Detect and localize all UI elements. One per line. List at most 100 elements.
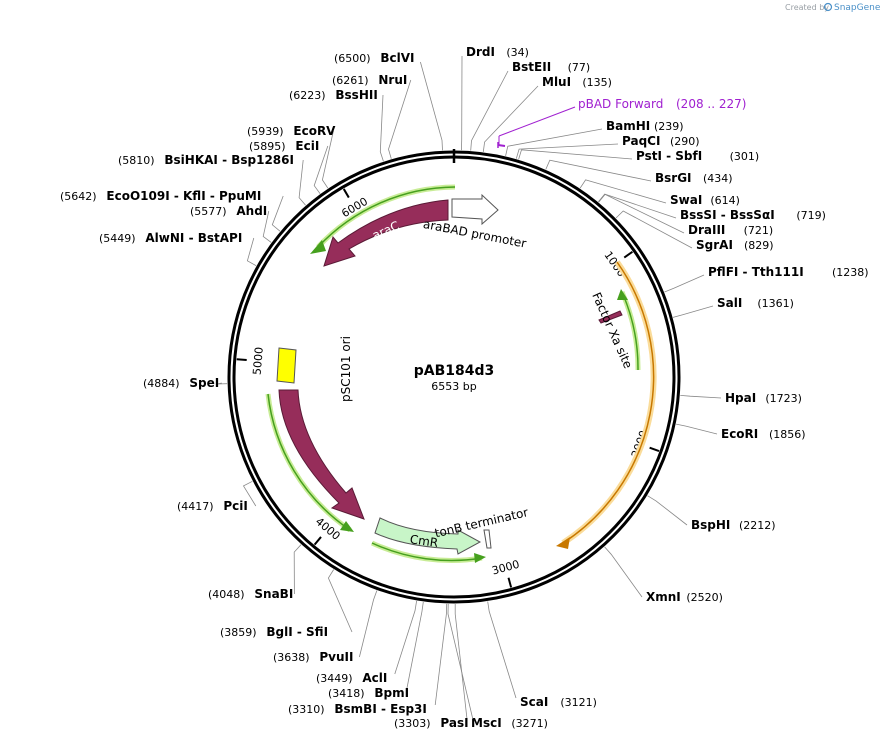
feature-rep101[interactable]: Rep101 — [278, 389, 365, 520]
site-pvuii[interactable]: (3638)PvuII — [273, 590, 378, 665]
site-bsteii[interactable]: BstEII(77) — [470, 60, 591, 151]
site-drdi[interactable]: DrdI(34) — [461, 45, 529, 151]
site-alwni-bstapi[interactable]: (5449)AlwNI - BstAPI — [99, 231, 257, 267]
ori-label: pSC101 ori — [339, 336, 353, 402]
site-leader — [327, 569, 353, 633]
site-nrui[interactable]: (6261)NruI — [332, 73, 412, 159]
site-sali[interactable]: SalI(1361) — [672, 296, 794, 318]
restriction-sites: (6500) BclVI DrdI(34)BstEII(77)MluI(135)Ba… — [60, 45, 869, 730]
site-ahdi[interactable]: (5577)AhdI — [190, 204, 272, 243]
site-leader — [664, 274, 705, 293]
site-bsshii[interactable]: (6223)BssHII — [289, 88, 384, 162]
site-bclvi[interactable]: (6500) BclVI — [334, 51, 443, 151]
site-position: (3271) — [511, 717, 548, 730]
site-leader — [598, 193, 677, 219]
tick-mark — [507, 577, 513, 588]
site-draiii[interactable]: DraIII (721) — [598, 193, 774, 237]
site-scai[interactable]: ScaI(3121) — [487, 601, 597, 710]
tick-label: 5000 — [251, 346, 266, 375]
site-bsihkai-bsp1286i[interactable]: (5810)BsiHKAI - Bsp1286I — [118, 153, 306, 206]
site-name: AlwNI - BstAPI — [145, 231, 242, 245]
site-ecorv[interactable]: (5939)EcoRV — [247, 124, 336, 189]
site-leader — [262, 210, 272, 243]
site-name: BpmI — [374, 686, 409, 700]
site-position: (4048) — [208, 588, 245, 601]
site-leader — [313, 145, 329, 194]
site-leader — [420, 61, 443, 151]
site-leader — [505, 128, 603, 156]
site-bsssi-bsss-i[interactable]: BssSI - BssSαI(719) — [598, 193, 826, 222]
site-swai[interactable]: SwaI(614) — [579, 179, 740, 207]
site-name: PciI — [223, 499, 248, 513]
site-name: PstI - SbfI — [636, 149, 702, 163]
site-name: EciI — [295, 139, 319, 153]
site-xmni[interactable]: XmnI(2520) — [604, 546, 723, 604]
plasmid-length: 6553 bp — [431, 380, 476, 393]
site-pflfi-tth111i[interactable]: PflFI - Tth111I(1238) — [664, 265, 869, 293]
site-ecoo109i-kfli-ppumi[interactable]: (5642)EcoO109I - KflI - PpuMI — [60, 189, 284, 232]
site-name: PasI — [440, 716, 468, 730]
site-leader — [604, 546, 643, 598]
site-bsmbi-esp3i[interactable]: (3310)BsmBI - Esp3I — [288, 603, 448, 716]
cmr-label: CmR — [409, 532, 439, 550]
site-name: SalI — [717, 296, 742, 310]
tick-mark — [313, 536, 322, 546]
site-pasi[interactable]: (3303) PasI — [394, 603, 474, 730]
site-position: (1856) — [769, 428, 806, 441]
site-spei[interactable]: (4884)SpeI — [143, 376, 228, 390]
site-leader — [515, 143, 619, 159]
site-sgrai[interactable]: SgrAI(829) — [615, 210, 774, 252]
feature-cmr[interactable]: CmR — [374, 517, 482, 555]
site-pcii[interactable]: (4417)PciI — [177, 480, 257, 513]
site-position: (5939) — [247, 125, 284, 138]
tick-mark — [236, 358, 247, 362]
site-name: EcoRI — [721, 427, 758, 441]
primer-pbad-forward[interactable]: pBAD Forward (208 .. 227) — [497, 97, 746, 148]
site-paqci[interactable]: PaqCI(290) — [515, 134, 700, 159]
credit-brand: SnapGene — [834, 3, 881, 13]
site-position: (721) — [744, 224, 774, 237]
site-name: BsrGI — [655, 171, 692, 185]
site-name: BamHI — [606, 119, 650, 133]
site-leader — [321, 130, 334, 189]
site-leader — [672, 305, 714, 318]
site-position: (1723) — [765, 392, 802, 405]
site-bpmi[interactable]: (3418)BpmI — [328, 601, 424, 700]
site-position: (3303) — [394, 717, 431, 730]
site-mlui[interactable]: MluI(135) — [482, 75, 612, 152]
site-bsphi[interactable]: BspHI(2212) — [647, 495, 776, 532]
site-bgli-sfii[interactable]: (3859)BglI - SfiI — [220, 569, 353, 640]
site-leader — [461, 55, 463, 151]
site-leader — [676, 423, 718, 435]
site-position: (6261) — [332, 74, 369, 87]
site-name: EcoO109I - KflI - PpuMI — [106, 189, 261, 203]
feature-psc101-ori[interactable]: pSC101 ori — [276, 336, 353, 402]
site-acli[interactable]: (3449)AclI — [316, 600, 417, 685]
site-position: (290) — [670, 135, 700, 148]
site-leader — [487, 601, 517, 699]
site-ecori[interactable]: EcoRI (1856) — [676, 423, 806, 441]
site-msci[interactable]: MscI(3271) — [454, 604, 548, 730]
site-leader — [379, 94, 384, 162]
site-name: DraIII — [688, 223, 725, 237]
tonb-label: tonB terminator — [433, 505, 529, 540]
site-position: (77) — [568, 61, 591, 74]
site-bamhi[interactable]: BamHI(239) — [505, 119, 684, 156]
site-position: (5810) — [118, 154, 155, 167]
site-name: BssSI - BssSαI — [680, 208, 775, 222]
site-position: (6500) — [334, 52, 371, 65]
site-psti-sbfi[interactable]: PstI - SbfI(301) — [518, 149, 760, 163]
site-name: MluI — [542, 75, 571, 89]
site-name: AclI — [362, 671, 387, 685]
site-leader — [388, 79, 412, 159]
site-name: PvuII — [319, 650, 353, 664]
tick-mark — [623, 250, 634, 259]
site-name: BclVI — [380, 51, 414, 65]
site-name: SnaBI — [254, 587, 293, 601]
site-bsrgi[interactable]: BsrGI(434) — [545, 159, 733, 185]
site-leader — [359, 590, 378, 658]
site-snabi[interactable]: (4048) SnaBI — [208, 544, 302, 601]
site-hpai[interactable]: HpaI(1723) — [680, 391, 802, 405]
site-ecii[interactable]: (5895)EciI — [249, 139, 329, 194]
snapgene-logo — [823, 2, 833, 12]
